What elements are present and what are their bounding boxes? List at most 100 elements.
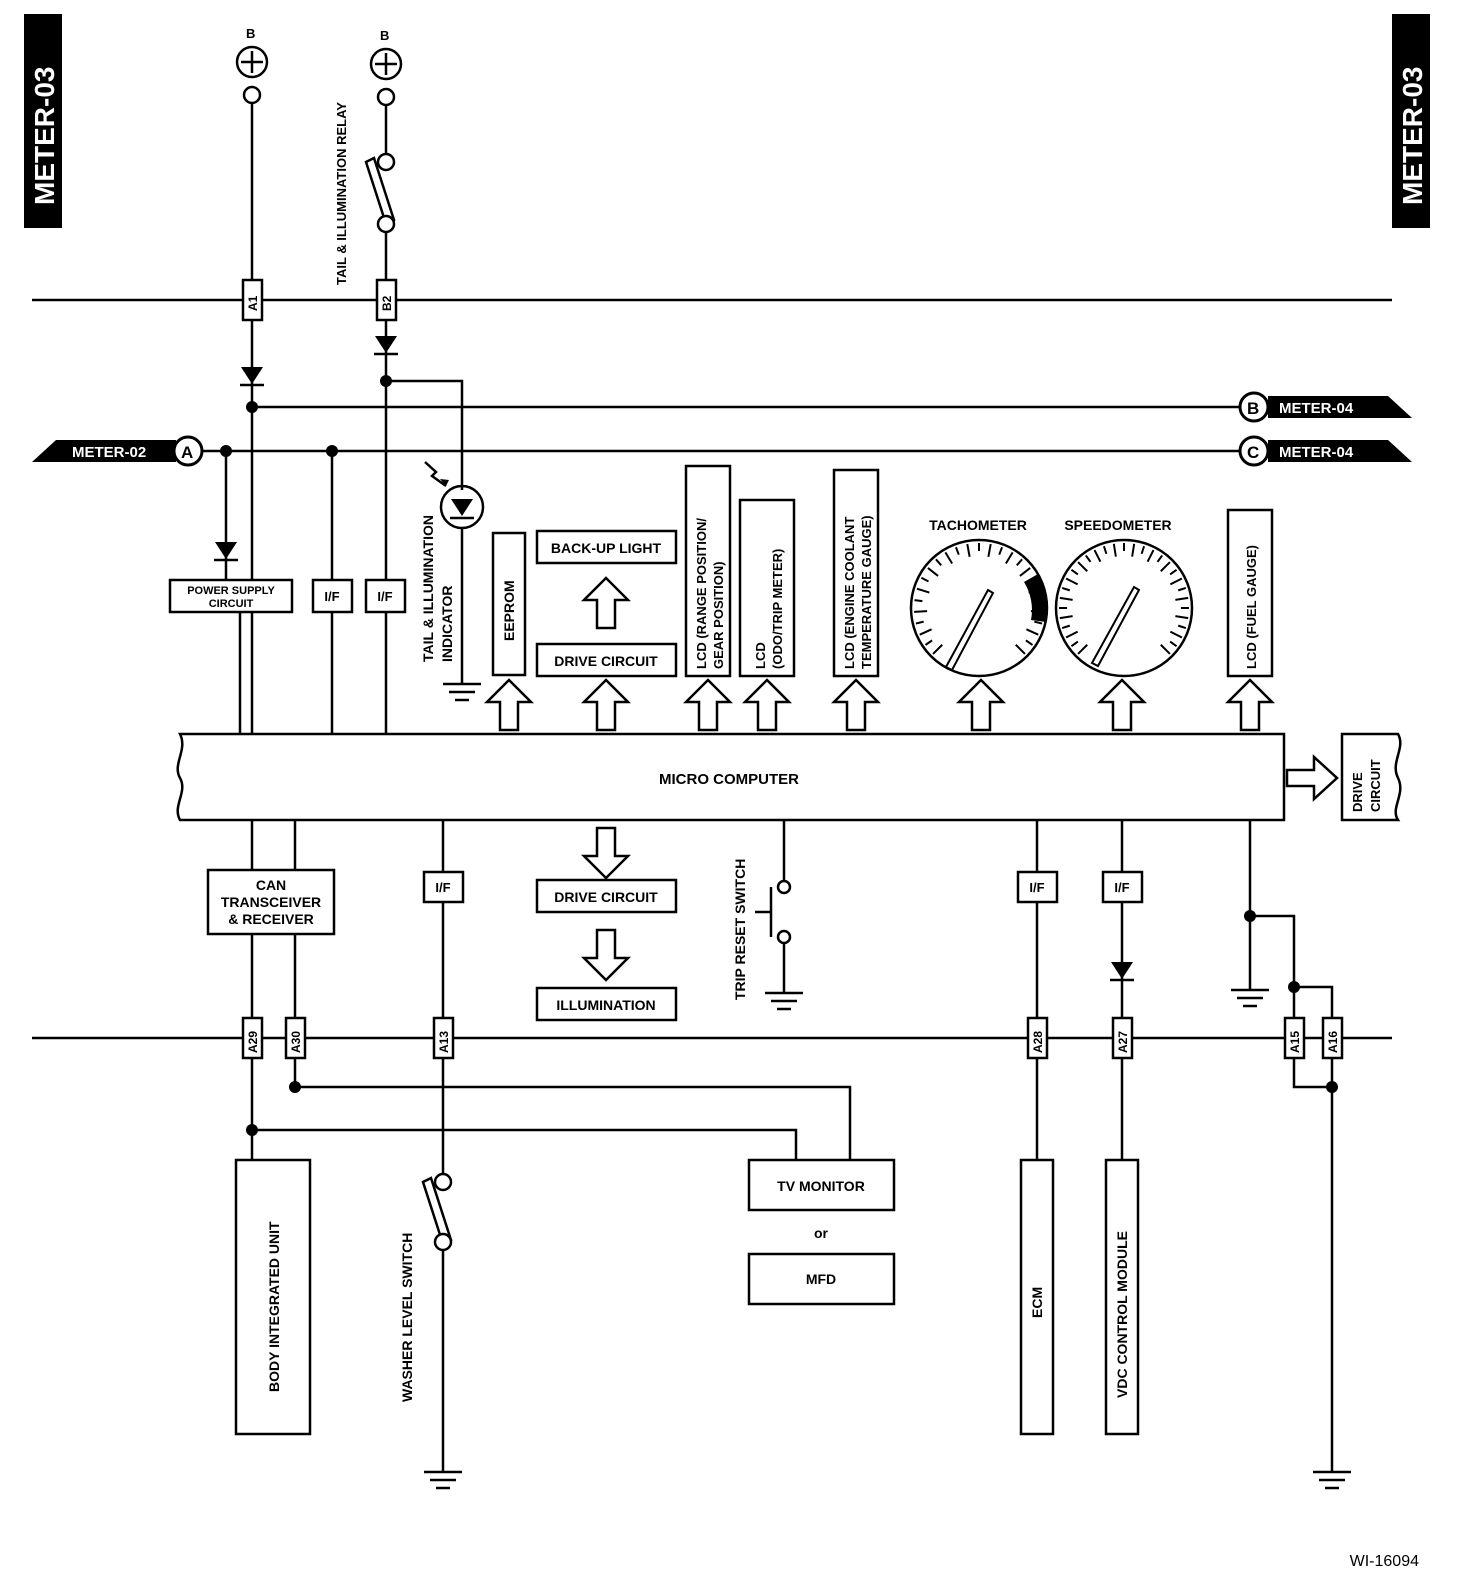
diode-power-supply <box>212 540 240 562</box>
gauge-tick <box>1034 620 1043 625</box>
svg-text:A: A <box>181 443 193 462</box>
gauge-tick <box>1093 549 1102 563</box>
gauge-tick <box>1016 558 1023 566</box>
gauge-tick <box>920 576 929 583</box>
body-integrated-unit: BODY INTEGRATED UNIT <box>234 1158 312 1436</box>
gauge-tick <box>927 567 939 577</box>
gauge-tick <box>1059 615 1073 620</box>
svg-text:EEPROM: EEPROM <box>501 580 517 641</box>
gauge-tick <box>1146 549 1155 563</box>
power-b-left: B <box>235 26 269 105</box>
if-block-4: I/F <box>1016 870 1059 904</box>
svg-text:B: B <box>1247 399 1259 418</box>
drive-circuit-lower: DRIVE CIRCUIT <box>535 878 678 914</box>
arrow-lcd-odo <box>743 678 791 732</box>
svg-text:(ODO/TRIP METER): (ODO/TRIP METER) <box>770 549 785 669</box>
tachometer-gauge <box>909 538 1049 678</box>
ground-indicator <box>441 682 483 702</box>
svg-text:B: B <box>380 28 389 43</box>
gauge-tick <box>1112 543 1117 557</box>
gauge-tick <box>1015 644 1026 655</box>
svg-text:ECM: ECM <box>1029 1287 1045 1318</box>
mfd: MFD <box>747 1252 896 1306</box>
arrow-drive-right <box>1285 754 1339 802</box>
svg-text:I/F: I/F <box>377 589 392 604</box>
connector-a1: A1 <box>241 278 264 322</box>
arrow-lcd-fuel <box>1226 678 1274 732</box>
washer-switch-label: WASHER LEVEL SWITCH <box>399 1233 415 1402</box>
gauge-tick <box>1156 554 1164 563</box>
svg-text:A15: A15 <box>1288 1031 1302 1053</box>
ref-b-meter04: B METER-04 <box>1238 391 1412 423</box>
gauge-tick <box>1169 630 1183 639</box>
gauge-tick <box>924 639 933 646</box>
svg-text:I/F: I/F <box>435 880 450 895</box>
gauge-tick <box>1175 615 1189 620</box>
ref-c-meter04: C METER-04 <box>1238 435 1412 467</box>
svg-text:BACK-UP LIGHT: BACK-UP LIGHT <box>551 540 662 556</box>
gauge-tick <box>1025 639 1034 646</box>
svg-text:DRIVE: DRIVE <box>1350 772 1365 812</box>
gauge-tick <box>914 610 928 613</box>
svg-text:I/F: I/F <box>1114 880 1129 895</box>
gauge-tick <box>1026 628 1039 636</box>
svg-text:C: C <box>1247 443 1259 462</box>
svg-text:METER-03: METER-03 <box>29 67 60 205</box>
svg-text:A30: A30 <box>289 1031 303 1053</box>
svg-text:METER-04: METER-04 <box>1279 444 1354 461</box>
gauge-tick <box>1070 640 1079 648</box>
gauge-tick <box>1059 596 1073 601</box>
gauge-tick <box>1160 644 1171 655</box>
svg-text:METER-04: METER-04 <box>1279 400 1354 417</box>
svg-text:BODY INTEGRATED UNIT: BODY INTEGRATED UNIT <box>266 1221 282 1392</box>
gauge-tick <box>944 551 953 565</box>
svg-text:TV MONITOR: TV MONITOR <box>777 1178 865 1194</box>
gauge-tick <box>919 628 932 636</box>
gauge-tick <box>1061 624 1071 630</box>
gauge-tick <box>935 558 942 566</box>
power-b-relay: B <box>369 28 403 107</box>
speedometer-label: SPEEDOMETER <box>1064 517 1171 533</box>
gauge-tick <box>1131 543 1136 557</box>
ecm-block: ECM <box>1019 1158 1055 1436</box>
svg-text:CIRCUIT: CIRCUIT <box>1368 759 1383 812</box>
backup-light-block: BACK-UP LIGHT <box>535 529 678 565</box>
gauge-tick <box>1102 545 1108 555</box>
arrow-illumination <box>582 928 630 982</box>
svg-text:LCD: LCD <box>753 642 768 669</box>
svg-text:B2: B2 <box>380 295 394 311</box>
gauge-tick <box>1169 640 1178 648</box>
svg-text:MFD: MFD <box>806 1271 836 1287</box>
gauge-tick <box>1077 561 1088 572</box>
svg-text:LCD (FUEL GAUGE): LCD (FUEL GAUGE) <box>1244 545 1259 669</box>
svg-text:METER-03: METER-03 <box>1397 67 1428 205</box>
gauge-tick <box>987 543 992 558</box>
svg-text:METER-02: METER-02 <box>72 444 146 461</box>
connector-a13: A13 <box>432 1016 455 1060</box>
svg-text:A13: A13 <box>437 1031 451 1053</box>
gauge-tick <box>1169 577 1183 586</box>
gauge-tick <box>1070 568 1079 576</box>
gauge-tick <box>1005 551 1014 565</box>
ground-washer <box>422 1470 464 1490</box>
arrow-drive-circuit <box>582 678 630 732</box>
diode-vdc <box>1108 960 1136 982</box>
gauge-tick <box>1177 586 1187 592</box>
lcd-odo-block: LCD (ODO/TRIP METER) <box>738 498 796 678</box>
or-text: or <box>814 1225 829 1241</box>
arrow-eeprom <box>485 678 533 732</box>
tv-monitor: TV MONITOR <box>747 1158 896 1212</box>
svg-text:MICRO COMPUTER: MICRO COMPUTER <box>659 771 799 788</box>
gauge-tick <box>1177 624 1187 630</box>
gauge-tick <box>916 587 930 594</box>
svg-text:DRIVE CIRCUIT: DRIVE CIRCUIT <box>554 653 658 669</box>
connector-a29: A29 <box>241 1016 264 1060</box>
eeprom-block: EEPROM <box>491 531 527 677</box>
connector-a27: A27 <box>1111 1016 1134 1060</box>
connector-a15: A15 <box>1283 1016 1306 1060</box>
lcd-range-block: LCD (RANGE POSITION/ GEAR POSITION) <box>684 464 732 678</box>
arrow-drive-lower <box>582 826 630 880</box>
svg-text:DRIVE CIRCUIT: DRIVE CIRCUIT <box>554 889 658 905</box>
gauge-tick <box>1061 586 1071 592</box>
